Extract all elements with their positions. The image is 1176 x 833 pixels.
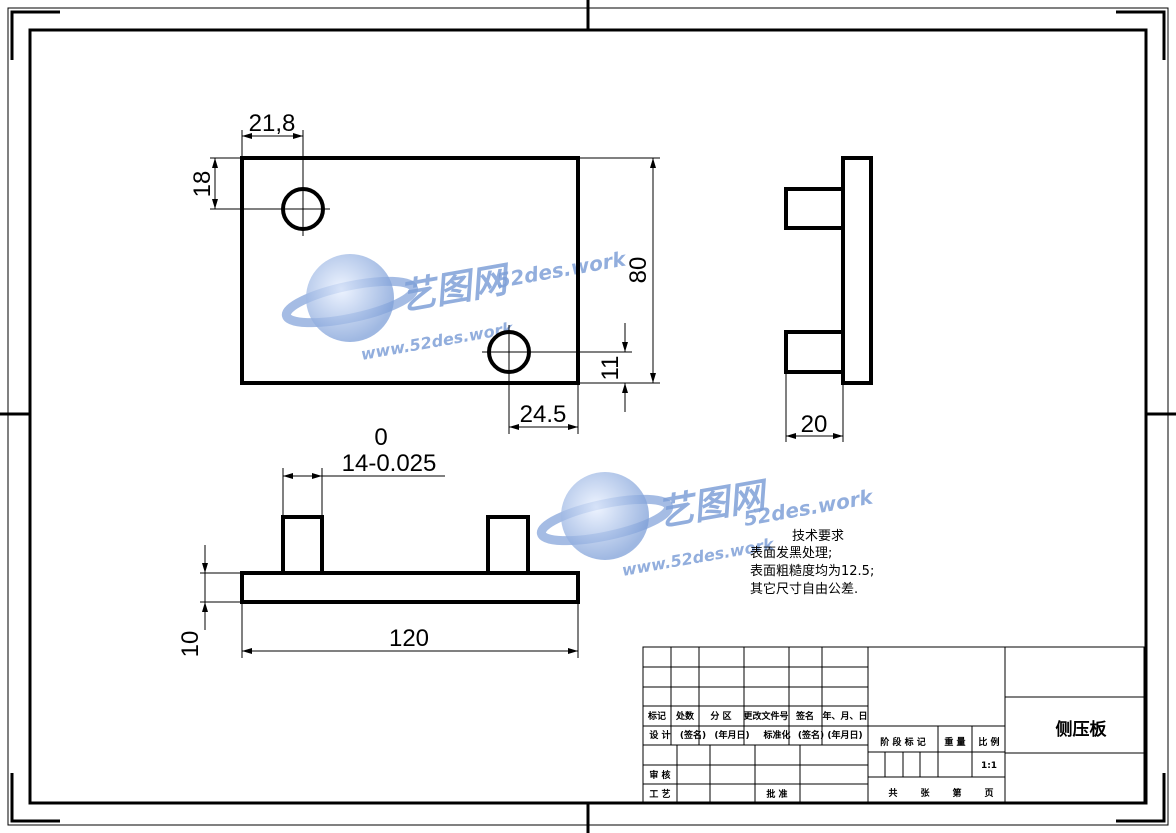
tb-label-change-doc: 更改文件号 <box>743 710 788 722</box>
pin-right <box>486 515 530 573</box>
title-block: 标记 处数 分 区 更改文件号 签名 年、月、日 设 计 (签名) (年月日) … <box>642 646 1145 803</box>
tb-sheet-no: 第 <box>952 787 961 799</box>
front-view: 0 14-0.025 10 120 <box>177 424 580 658</box>
dim-height: 80 <box>625 257 652 284</box>
tb-label-zone: 分 区 <box>710 710 731 722</box>
tech-requirements: 技术要求 表面发黑处理; 表面粗糙度均为12.5; 其它尺寸自由公差. <box>750 529 874 597</box>
dim-hole2-x: 24.5 <box>520 401 567 428</box>
plate-outline <box>240 156 580 385</box>
dim-hole1-x: 21,8 <box>249 110 296 137</box>
tb-stage-mark: 阶 段 标 记 <box>880 736 925 748</box>
dim-tol-upper: 0 <box>374 424 387 451</box>
dim-thickness: 10 <box>177 631 204 658</box>
dim-side-width: 20 <box>801 411 828 438</box>
tb-approve-label: 批 准 <box>766 788 787 800</box>
tb-label-date: 年、月、日 <box>822 710 867 722</box>
tb-design-date: (年月日) <box>714 729 749 741</box>
tb-sheet-unit1: 张 <box>920 787 930 799</box>
tech-line-2: 表面粗糙度均为12.5; <box>750 563 874 579</box>
tb-sheet-total: 共 <box>888 787 897 799</box>
tb-weight: 重 量 <box>944 736 965 748</box>
tb-standard-date: (年月日) <box>827 729 862 741</box>
side-pin-lower <box>784 330 843 374</box>
tb-scale: 比 例 <box>978 736 999 748</box>
base-plate <box>240 571 580 604</box>
pin-left <box>281 515 324 573</box>
tb-scale-value: 1:1 <box>981 761 997 771</box>
tech-line-1: 表面发黑处理; <box>750 545 832 561</box>
tb-sheet-unit2: 页 <box>984 788 993 799</box>
watermark-domain: 52des.work <box>495 246 629 293</box>
watermark-brand: 艺图网 <box>396 259 514 319</box>
tb-standard-label: 标准化 <box>762 729 790 741</box>
tb-design-sign: (签名) <box>680 729 706 741</box>
tb-label-count: 处数 <box>675 710 695 722</box>
tb-design-label: 设 计 <box>649 729 670 741</box>
dim-hole2-y: 11 <box>597 356 624 381</box>
tech-line-3: 其它尺寸自由公差. <box>750 581 858 597</box>
tb-review-label: 审 核 <box>649 769 670 781</box>
tb-label-mark: 标记 <box>647 710 666 722</box>
top-view: 21,8 18 80 11 24.5 <box>189 110 660 434</box>
side-plate <box>841 156 873 385</box>
dim-pin-width: 14-0.025 <box>342 450 437 477</box>
tb-craft-label: 工 艺 <box>649 788 670 800</box>
tb-standard-sign: (签名) <box>798 729 824 741</box>
side-pin-upper <box>784 187 843 230</box>
tech-heading: 技术要求 <box>792 529 844 544</box>
tb-label-sign: 签名 <box>795 710 814 722</box>
part-name: 侧压板 <box>1056 719 1108 740</box>
dim-hole1-y: 18 <box>189 171 216 198</box>
dim-length: 120 <box>389 625 429 652</box>
side-view: 20 <box>784 156 873 442</box>
